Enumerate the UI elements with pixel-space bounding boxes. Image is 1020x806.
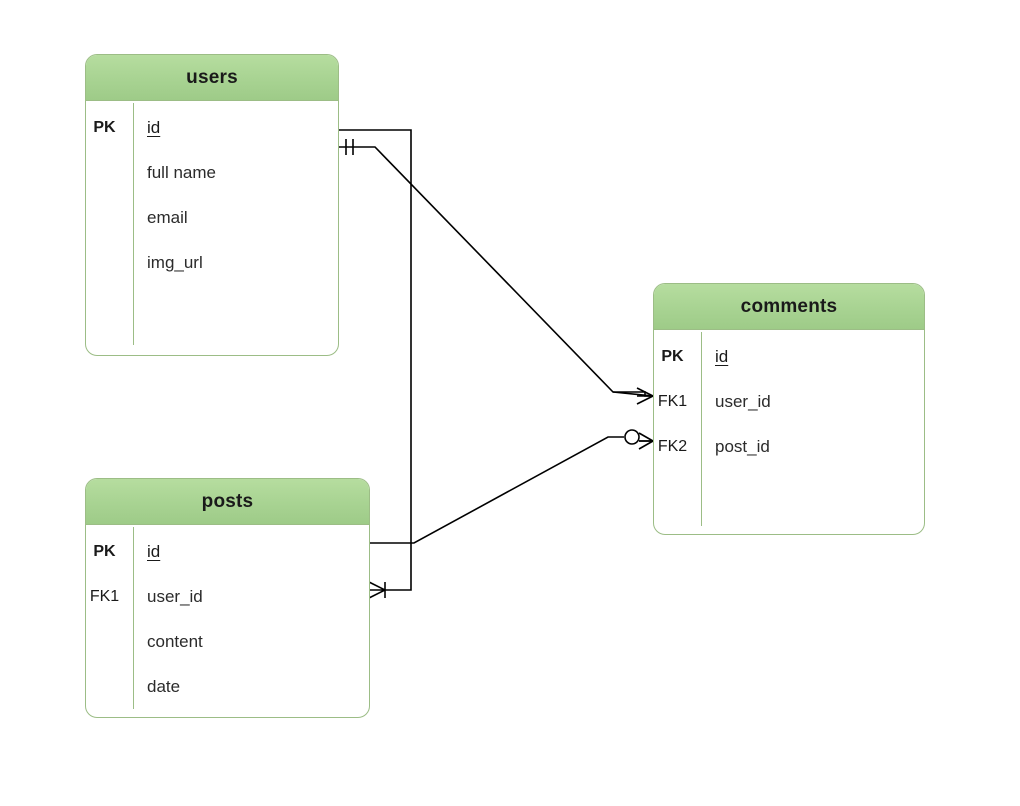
attribute-name: id — [715, 346, 729, 366]
comments-postid-zero-circle — [624, 429, 640, 445]
attribute-key: PK — [93, 542, 116, 560]
entity-comments-divider — [701, 332, 702, 526]
attribute-name: user_id — [715, 391, 771, 411]
attribute-row[interactable]: PK id — [654, 334, 924, 379]
relationship-posts-comments — [370, 429, 654, 544]
attribute-name: full name — [147, 162, 216, 182]
attribute-row[interactable]: date — [86, 664, 369, 709]
attribute-name: date — [147, 676, 181, 696]
attribute-row[interactable]: PK id — [86, 529, 369, 574]
relationship-users-posts — [339, 129, 412, 599]
entity-posts-header: posts — [86, 479, 369, 525]
attribute-key: FK1 — [89, 587, 120, 605]
attribute-key: FK1 — [657, 392, 688, 410]
entity-comments-header: comments — [654, 284, 924, 330]
entity-posts-divider — [133, 527, 134, 709]
entity-users-body: PK id full name email img_url — [86, 101, 338, 359]
entity-posts[interactable]: posts PK id FK1 user_id content date — [85, 478, 370, 718]
entity-users-title: users — [186, 66, 238, 88]
posts-crowfoot — [368, 581, 386, 599]
attribute-name: post_id — [715, 436, 770, 456]
entity-comments[interactable]: comments PK id FK1 user_id FK2 post_id — [653, 283, 925, 535]
attribute-row[interactable]: full name — [86, 150, 338, 195]
attribute-name: id — [147, 117, 161, 137]
attribute-row[interactable]: FK2 post_id — [654, 424, 924, 469]
relationship-users-comments — [339, 146, 654, 405]
attribute-key: PK — [93, 118, 116, 136]
attribute-name: id — [147, 541, 161, 561]
attribute-row[interactable]: email — [86, 195, 338, 240]
attribute-name: img_url — [147, 252, 203, 272]
attribute-key: PK — [661, 347, 684, 365]
entity-users-divider — [133, 103, 134, 345]
attribute-key: FK2 — [657, 437, 688, 455]
attribute-name: email — [147, 207, 188, 227]
users-posts-path — [339, 129, 412, 591]
users-comments-path — [339, 146, 653, 397]
entity-users[interactable]: users PK id full name email img_url — [85, 54, 339, 356]
comments-userid-crowfoot — [636, 387, 654, 405]
attribute-row[interactable]: img_url — [86, 240, 338, 285]
attribute-row[interactable]: FK1 user_id — [654, 379, 924, 424]
entity-comments-body: PK id FK1 user_id FK2 post_id — [654, 330, 924, 538]
attribute-row[interactable]: content — [86, 619, 369, 664]
entity-users-header: users — [86, 55, 338, 101]
posts-comments-path — [370, 436, 624, 544]
attribute-row[interactable]: PK id — [86, 105, 338, 150]
entity-posts-title: posts — [201, 490, 254, 512]
entity-posts-body: PK id FK1 user_id content date — [86, 525, 369, 721]
attribute-row[interactable]: FK1 user_id — [86, 574, 369, 619]
entity-comments-title: comments — [740, 295, 838, 317]
attribute-name: user_id — [147, 586, 203, 606]
attribute-name: content — [147, 631, 203, 651]
